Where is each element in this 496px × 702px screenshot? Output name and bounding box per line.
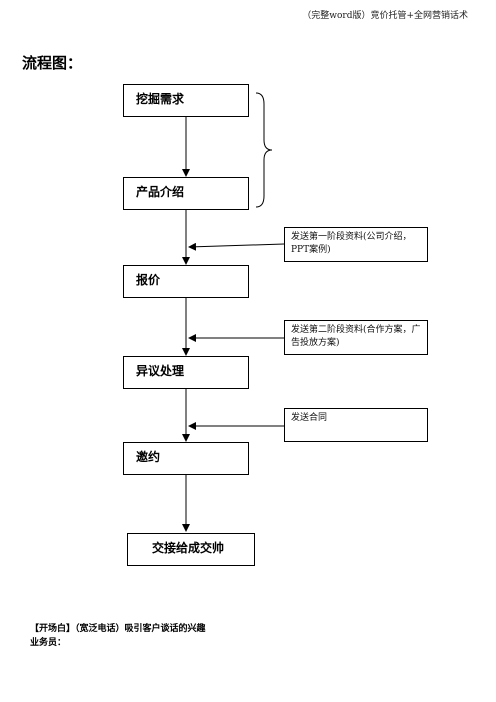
opening-line-heading: 【开场白】（宽泛电话）吸引客户谈话的兴趣 <box>30 624 206 634</box>
flow-step-label: 挖掘需求 <box>136 92 185 106</box>
note-stage-one-materials: 发送第一阶段资料(公司介绍，PPT案例) <box>284 227 428 262</box>
page-title: 流程图： <box>22 54 83 72</box>
flow-step-label: 产品介绍 <box>136 185 185 199</box>
flow-step-label: 报价 <box>136 273 161 287</box>
flow-step-objection-handling: 异议处理 <box>123 356 249 389</box>
page-header: （完整word版）竞价托管+全网营销话术 <box>302 11 468 21</box>
flow-step-product-intro: 产品介绍 <box>123 177 249 210</box>
note-send-contract: 发送合同 <box>284 408 428 442</box>
salesperson-label: 业务员： <box>30 638 67 648</box>
flow-step-label: 交接给成交帅 <box>152 541 225 555</box>
note-stage-two-materials: 发送第二阶段资料(合作方案，广告投放方案) <box>284 320 428 355</box>
note-text: 发送第一阶段资料(公司介绍，PPT案例) <box>291 232 412 255</box>
note-text: 发送合同 <box>291 413 328 423</box>
flow-step-dig-needs: 挖掘需求 <box>123 84 249 117</box>
flow-step-handover: 交接给成交帅 <box>127 533 255 566</box>
note-arrow-1 <box>188 242 285 251</box>
flow-step-invite: 邀约 <box>123 442 249 475</box>
curly-brace <box>255 92 273 208</box>
flow-step-label: 异议处理 <box>136 364 185 378</box>
note-text: 发送第二阶段资料(合作方案，广告投放方案) <box>291 325 421 348</box>
flow-step-quote: 报价 <box>123 265 249 298</box>
flow-step-label: 邀约 <box>136 450 161 464</box>
